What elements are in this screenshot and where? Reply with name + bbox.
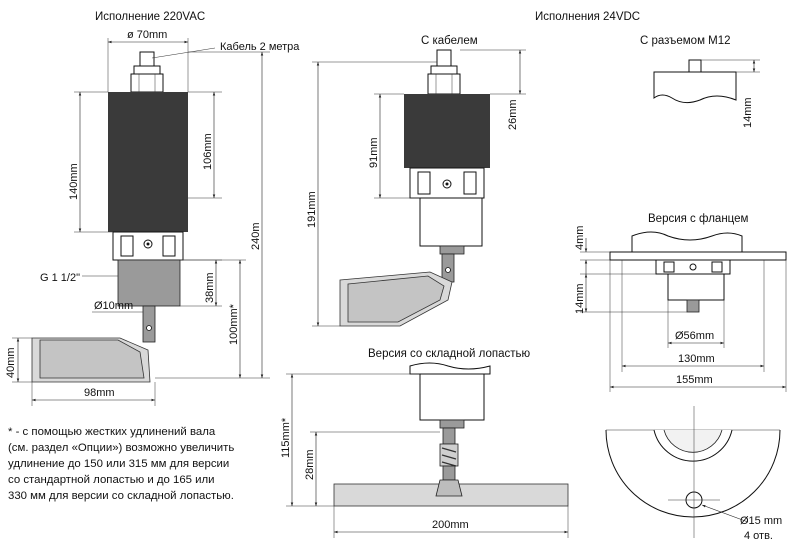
dim-155: 155mm [676, 374, 713, 386]
footnote-line: 330 мм для версии со складной лопастью. [8, 490, 234, 502]
footnote: * - с помощью жестких удлинений вала (см… [8, 424, 278, 504]
heading-flange: Версия с фланцем [648, 213, 749, 225]
housing-220vac [108, 92, 188, 232]
footnote-line: со стандартной лопастью и до 165 или [8, 474, 215, 486]
dim-200: 200mm [432, 519, 469, 531]
dim-115: 115mm* [280, 417, 292, 458]
m12-housing-top [653, 71, 737, 104]
label-cable-2m: Кабель 2 метра [220, 41, 300, 53]
dim-38: 38mm [204, 272, 216, 303]
dim-d56: Ø56mm [675, 330, 714, 342]
sensor-24vdc-cable: Исполнения 24VDC С кабелем 191mm 91mm [306, 11, 640, 327]
dim-130: 130mm [678, 353, 715, 365]
heading-folding: Версия со складной лопастью [368, 348, 530, 360]
dim-14b: 14mm [574, 283, 586, 314]
dim-98: 98mm [84, 387, 115, 399]
dim-100: 100mm* [228, 303, 240, 345]
dim-240: 240m [250, 222, 262, 250]
dim-d70: ø 70mm [127, 29, 167, 41]
dim-140: 140mm [68, 163, 80, 200]
dim-d10: Ø10mm [94, 300, 133, 312]
dim-106: 106mm [202, 133, 214, 170]
dim-191: 191mm [306, 191, 318, 228]
folding-paddle-version: Версия со складной лопастью 115mm* 28mm … [280, 348, 569, 538]
heading-220vac: Исполнение 220VAC [95, 11, 205, 23]
dim-40: 40mm [5, 347, 17, 378]
heading-24vdc: Исполнения 24VDC [535, 11, 640, 23]
dim-28: 28mm [304, 449, 316, 480]
label-4-holes: 4 отв. [744, 530, 773, 542]
label-thread: G 1 1/2" [40, 272, 80, 284]
dim-26: 26mm [507, 99, 519, 130]
heading-cable: С кабелем [421, 35, 478, 47]
flange-bottom-view [605, 429, 781, 518]
flange-version: Версия с фланцем 4mm 14mm Ø56mm 130mm [574, 213, 787, 542]
dim-4: 4mm [574, 226, 586, 250]
dim-91: 91mm [368, 137, 380, 168]
footnote-line: удлинение до 150 или 315 мм для версии [8, 458, 230, 470]
m12-connector-version: С разъемом M12 14mm [640, 35, 760, 128]
heading-m12: С разъемом M12 [640, 35, 731, 47]
housing-24vdc [404, 94, 490, 168]
footnote-line: * - с помощью жестких удлинений вала [8, 426, 216, 438]
dim-14a: 14mm [742, 97, 754, 128]
sensor-220vac: Исполнение 220VAC ø 70mm Кабель 2 метра … [5, 11, 300, 406]
flange-plate [609, 251, 787, 261]
footnote-line: (см. раздел «Опции») возможно увеличить [8, 442, 235, 454]
dim-d15: Ø15 mm [740, 515, 782, 527]
